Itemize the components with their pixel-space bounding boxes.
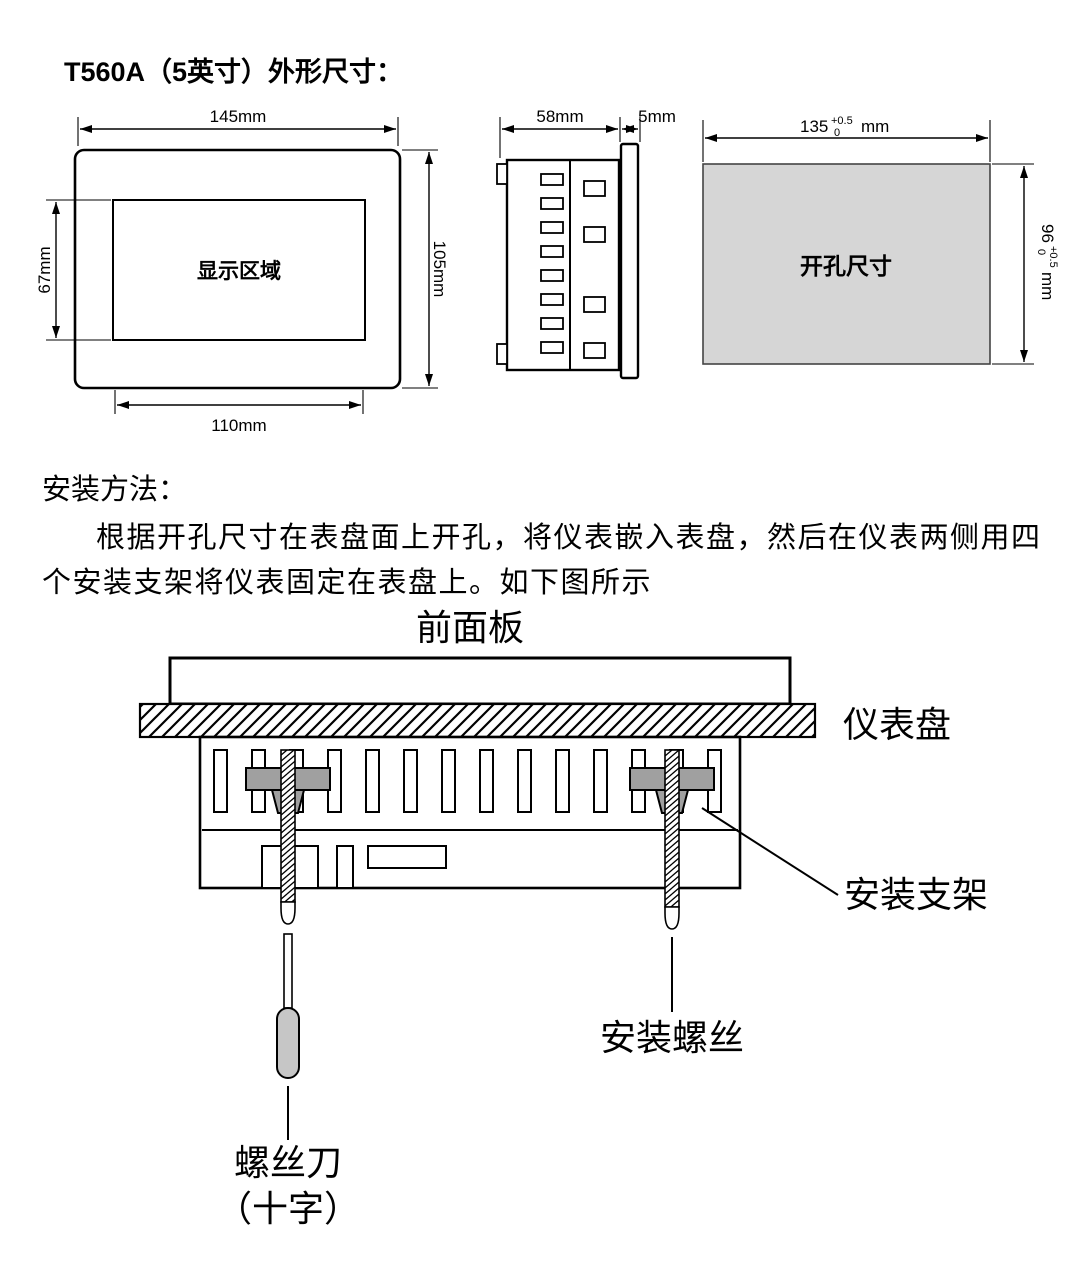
display-area-outline (112, 199, 366, 341)
front-view: 145mm 显示区域 67mm 105mm 110mm (35, 107, 449, 435)
screwdriver-label-line2: （十字） (216, 1189, 360, 1229)
dim-bottom-width: 110mm (114, 390, 364, 435)
dim-label-display-height: 67mm (35, 246, 54, 293)
install-method-heading: 安装方法： (42, 474, 188, 506)
bottom-slot (336, 845, 354, 889)
terminal-slot (540, 221, 564, 234)
vent-slot (441, 749, 456, 813)
terminal-block (583, 296, 606, 313)
dim-label-overall-height: 105mm (430, 241, 449, 298)
dim-overall-height: 105mm (402, 149, 449, 389)
screwdriver-handle (276, 1007, 300, 1079)
dim-overall-width: 145mm (77, 107, 399, 146)
screwdriver-shaft (283, 933, 293, 1009)
terminal-block (583, 342, 606, 359)
side-rail-top (496, 163, 508, 185)
vent-slot (365, 749, 380, 813)
instrument-panel-label: 仪表盘 (843, 705, 951, 745)
screw-tip (280, 901, 296, 925)
bracket-leader-line (701, 807, 839, 896)
side-rail-bottom (496, 343, 508, 365)
vent-slot (479, 749, 494, 813)
bracket-label: 安装支架 (844, 875, 988, 915)
terminal-slot (540, 173, 564, 186)
dim-label-cutout-height: 96 +0.5 0 mm (1035, 224, 1059, 300)
vent-slot (403, 749, 418, 813)
front-bezel-outline (73, 148, 402, 390)
dim-label-cutout-width-tol-upper: +0.5 (831, 115, 853, 127)
screw-label: 安装螺丝 (600, 1018, 744, 1058)
terminal-block (583, 180, 606, 197)
page-title: T560A（5英寸）外形尺寸： (64, 57, 404, 87)
dim-side-depth: 58mm (499, 107, 621, 158)
dim-label-side-depth: 58mm (536, 107, 583, 126)
mounting-screw-left (280, 749, 296, 925)
screwdriver-label-line1: 螺丝刀 (234, 1143, 342, 1183)
vent-slot (213, 749, 228, 813)
screw-thread (280, 749, 296, 903)
mounting-screw-right (664, 749, 680, 930)
terminal-slot (540, 341, 564, 354)
cutout-label: 开孔尺寸 (800, 254, 892, 279)
dim-label-cutout-height-tol-upper: +0.5 (1047, 246, 1059, 268)
instrument-panel-hatched-bar (138, 702, 817, 739)
install-paragraph-line2: 个安装支架将仪表固定在表盘上。如下图所示 (42, 567, 653, 599)
front-panel-label: 前面板 (416, 608, 524, 648)
dim-label-bottom-width: 110mm (211, 416, 266, 435)
terminal-slot (540, 317, 564, 330)
terminal-slots (540, 173, 606, 359)
cutout-view: 135 +0.5 0 mm 开孔尺寸 96 +0.5 0 mm (702, 115, 1059, 365)
screw-thread (664, 749, 680, 908)
dim-label-cutout-width-value: 135 (800, 117, 828, 136)
dim-label-cutout-height-tol-lower: 0 (1035, 249, 1047, 255)
terminal-slot (540, 197, 564, 210)
terminal-slot (540, 269, 564, 282)
mounting-diagram: 前面板 仪表盘 (138, 608, 988, 1229)
vent-slot (517, 749, 532, 813)
bottom-recess (367, 845, 447, 869)
dim-label-cutout-width-unit: mm (861, 117, 889, 136)
screw-tip (664, 906, 680, 930)
vent-slot (593, 749, 608, 813)
terminal-block (583, 226, 606, 243)
cutout-outline (702, 163, 991, 365)
display-area-label: 显示区域 (197, 259, 281, 283)
vent-slot (555, 749, 570, 813)
dim-label-cutout-height-value: 96 (1038, 224, 1057, 243)
terminal-slot (540, 293, 564, 306)
dim-cutout-width: 135 +0.5 0 mm (702, 115, 991, 162)
dim-display-height: 67mm (35, 199, 111, 341)
install-paragraph-line1: 根据开孔尺寸在表盘面上开孔，将仪表嵌入表盘，然后在仪表两侧用四 (96, 522, 1042, 554)
screwdriver (276, 933, 300, 1079)
dim-label-cutout-width-tol-lower: 0 (834, 127, 840, 139)
side-bezel-outline (619, 142, 640, 380)
dim-cutout-height: 96 +0.5 0 mm (992, 163, 1059, 365)
dim-label-cutout-height-unit: mm (1038, 272, 1057, 300)
dimension-drawings: 145mm 显示区域 67mm 105mm 110mm (35, 107, 1059, 435)
dim-label-bezel-depth: 5mm (638, 107, 676, 126)
front-panel-outline (168, 656, 792, 706)
dim-label-overall-width: 145mm (210, 107, 267, 126)
terminal-slot (540, 245, 564, 258)
dim-bezel-depth: 5mm (622, 107, 676, 142)
side-view: 58mm 5mm (496, 107, 676, 380)
